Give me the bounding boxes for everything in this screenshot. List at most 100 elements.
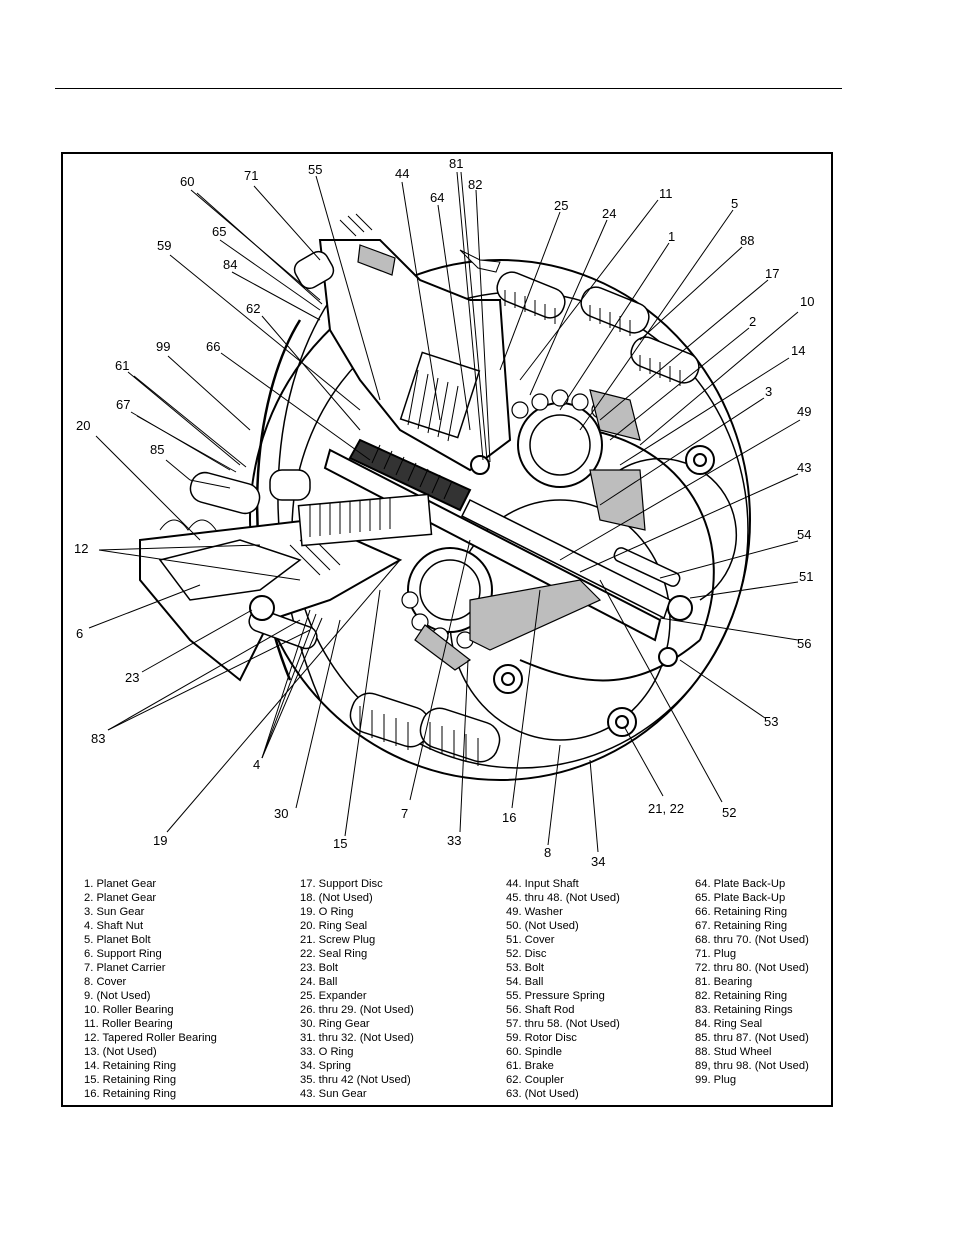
legend-item: 44. Input Shaft <box>506 878 579 890</box>
callout-30: 30 <box>274 806 288 821</box>
legend-item: 72. thru 80. (Not Used) <box>695 962 809 974</box>
legend-item: 19. O Ring <box>300 906 354 918</box>
hub-drawing <box>139 213 751 781</box>
legend-item: 52. Disc <box>506 948 547 960</box>
header-rule <box>55 88 842 89</box>
legend-item: 2. Planet Gear <box>84 892 157 904</box>
callout-55: 55 <box>308 162 322 177</box>
legend-item: 1. Planet Gear <box>84 878 157 890</box>
legend-item: 25. Expander <box>300 990 367 1002</box>
callout-88: 88 <box>740 233 754 248</box>
legend-item: 24. Ball <box>300 976 338 988</box>
legend-item: 54. Ball <box>506 976 544 988</box>
legend-item: 11. Roller Bearing <box>84 1018 173 1030</box>
callout-43: 43 <box>797 460 811 475</box>
legend-item: 35. thru 42 (Not Used) <box>300 1074 411 1086</box>
callout-19: 19 <box>153 833 167 848</box>
callout-15: 15 <box>333 836 347 851</box>
parts-legend-column-4: 64. Plate Back-Up 65. Plate Back-Up 66. … <box>695 877 809 1087</box>
callout-labels: 81 82 55 44 64 71 60 11 25 24 5 1 65 59 … <box>74 156 814 869</box>
callout-17: 17 <box>765 266 779 281</box>
legend-item: 66. Retaining Ring <box>695 906 788 918</box>
legend-item: 50. (Not Used) <box>506 920 579 932</box>
legend-item: 68. thru 70. (Not Used) <box>695 934 809 946</box>
legend-item: 8. Cover <box>84 976 127 988</box>
callout-20: 20 <box>76 418 90 433</box>
legend-item: 62. Coupler <box>506 1074 564 1086</box>
legend-item: 26. thru 29. (Not Used) <box>300 1004 414 1016</box>
legend-item: 9. (Not Used) <box>84 990 151 1002</box>
callout-61: 61 <box>115 358 129 373</box>
callout-16: 16 <box>502 810 516 825</box>
callout-84: 84 <box>223 257 237 272</box>
callout-4: 4 <box>253 757 260 772</box>
legend-item: 34. Spring <box>300 1060 351 1072</box>
legend-item: 82. Retaining Ring <box>695 990 788 1002</box>
legend-item: 84. Ring Seal <box>695 1018 763 1030</box>
legend-item: 12. Tapered Roller Bearing <box>84 1032 217 1044</box>
callout-14: 14 <box>791 343 805 358</box>
legend-item: 20. Ring Seal <box>300 920 368 932</box>
parts-legend-column-3: 44. Input Shaft 45. thru 48. (Not Used) … <box>506 877 620 1101</box>
legend-item: 17. Support Disc <box>300 878 383 890</box>
legend-item: 15. Retaining Ring <box>84 1074 177 1086</box>
legend-item: 31. thru 32. (Not Used) <box>300 1032 414 1044</box>
callout-66: 66 <box>206 339 220 354</box>
legend-item: 21. Screw Plug <box>300 934 376 946</box>
legend-item: 13. (Not Used) <box>84 1046 157 1058</box>
callout-51: 51 <box>799 569 813 584</box>
callout-67: 67 <box>116 397 130 412</box>
legend-item: 7. Planet Carrier <box>84 962 166 974</box>
legend-item: 65. Plate Back-Up <box>695 892 786 904</box>
legend-item: 88. Stud Wheel <box>695 1046 772 1058</box>
callout-3: 3 <box>765 384 772 399</box>
legend-item: 43. Sun Gear <box>300 1088 367 1100</box>
callout-25: 25 <box>554 198 568 213</box>
legend-item: 16. Retaining Ring <box>84 1088 177 1100</box>
callout-54: 54 <box>797 527 811 542</box>
callout-8: 8 <box>544 845 551 860</box>
legend-item: 89, thru 98. (Not Used) <box>695 1060 809 1072</box>
callout-59: 59 <box>157 238 171 253</box>
figure-frame <box>61 152 833 1107</box>
legend-item: 61. Brake <box>506 1060 554 1072</box>
callout-82: 82 <box>468 177 482 192</box>
legend-item: 71. Plug <box>695 948 737 960</box>
callout-81: 81 <box>449 156 463 171</box>
legend-item: 99. Plug <box>695 1074 737 1086</box>
callout-53: 53 <box>764 714 778 729</box>
callout-44: 44 <box>395 166 409 181</box>
legend-item: 6. Support Ring <box>84 948 162 960</box>
callout-64: 64 <box>430 190 444 205</box>
legend-item: 18. (Not Used) <box>300 892 373 904</box>
callout-71: 71 <box>244 168 258 183</box>
callout-83: 83 <box>91 731 105 746</box>
legend-item: 51. Cover <box>506 934 555 946</box>
callout-5: 5 <box>731 196 738 211</box>
callout-56: 56 <box>797 636 811 651</box>
legend-item: 45. thru 48. (Not Used) <box>506 892 620 904</box>
legend-item: 55. Pressure Spring <box>506 990 605 1002</box>
legend-item: 59. Rotor Disc <box>506 1032 577 1044</box>
parts-legend-column-2: 17. Support Disc 18. (Not Used) 19. O Ri… <box>300 877 414 1101</box>
callout-21-22: 21, 22 <box>648 801 684 816</box>
legend-item: 53. Bolt <box>506 962 544 974</box>
legend-item: 3. Sun Gear <box>84 906 145 918</box>
leader-lines <box>88 171 801 853</box>
legend-item: 83. Retaining Rings <box>695 1004 793 1016</box>
legend-item: 56. Shaft Rod <box>506 1004 575 1016</box>
legend-item: 57. thru 58. (Not Used) <box>506 1018 620 1030</box>
callout-23: 23 <box>125 670 139 685</box>
legend-item: 10. Roller Bearing <box>84 1004 174 1016</box>
callout-34: 34 <box>591 854 605 869</box>
legend-item: 49. Washer <box>506 906 563 918</box>
callout-6: 6 <box>76 626 83 641</box>
callout-10: 10 <box>800 294 814 309</box>
callout-2: 2 <box>749 314 756 329</box>
legend-item: 60. Spindle <box>506 1046 562 1058</box>
legend-item: 5. Planet Bolt <box>84 934 151 946</box>
callout-33: 33 <box>447 833 461 848</box>
legend-item: 67. Retaining Ring <box>695 920 788 932</box>
callout-49: 49 <box>797 404 811 419</box>
legend-item: 33. O Ring <box>300 1046 354 1058</box>
